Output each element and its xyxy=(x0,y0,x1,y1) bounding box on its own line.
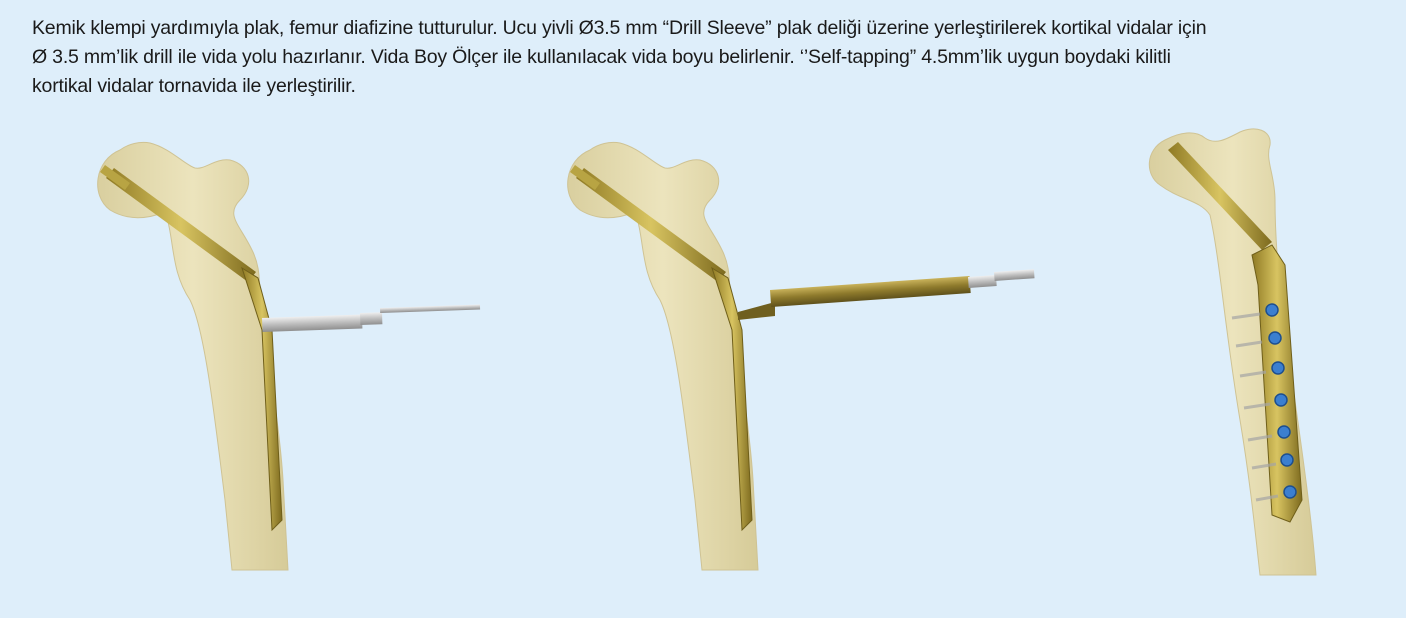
screw-head-7 xyxy=(1284,486,1296,498)
screw-head-3 xyxy=(1272,362,1284,374)
screw-head-5 xyxy=(1278,426,1290,438)
screw-head-6 xyxy=(1281,454,1293,466)
drill-1 xyxy=(262,305,480,332)
screw-head-1 xyxy=(1266,304,1278,316)
femur-2 xyxy=(568,142,758,570)
screw-head-2 xyxy=(1269,332,1281,344)
screw-head-4 xyxy=(1275,394,1287,406)
femur-1 xyxy=(98,142,288,570)
depth-gauge xyxy=(738,269,1035,320)
